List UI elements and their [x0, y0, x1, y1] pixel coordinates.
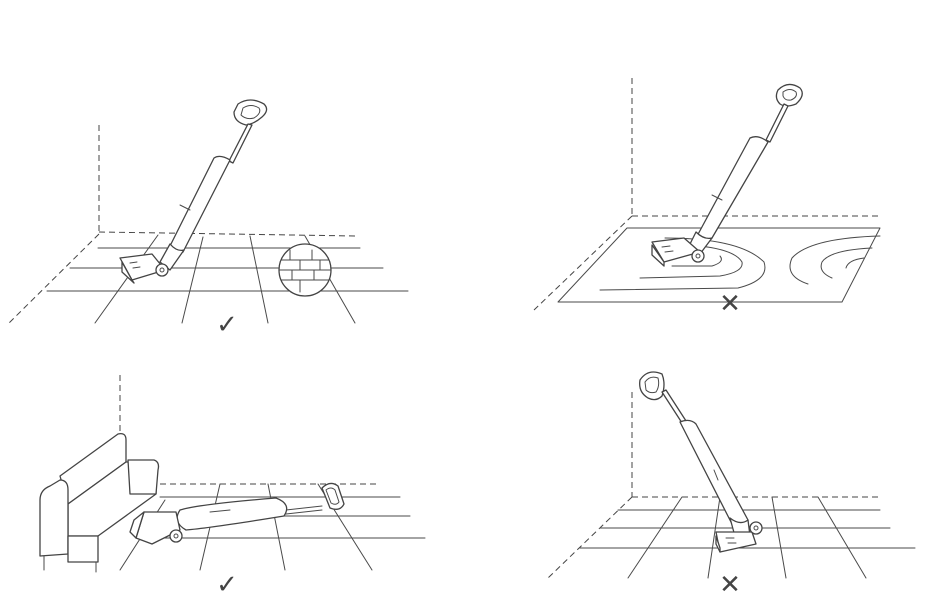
panel-upright-incorrect-mark: ✕ — [715, 570, 745, 600]
floor-washer-device — [640, 372, 762, 552]
panel-rug-incorrect-mark: ✕ — [715, 289, 745, 319]
wall-left-dashed — [548, 497, 632, 578]
panel-under-sofa-correct-mark: ✓ — [212, 570, 242, 600]
wall-base-dashed — [99, 232, 355, 236]
panel-hard-floor-correct-mark: ✓ — [212, 310, 242, 340]
floor-washer-device — [120, 100, 267, 283]
sofa — [40, 434, 159, 572]
wall-left-dashed — [8, 234, 99, 324]
panel-rug — [534, 78, 880, 310]
floor-washer-device — [130, 483, 344, 544]
panel-under-sofa — [40, 375, 425, 572]
panel-hard-floor — [8, 100, 408, 324]
floor-washer-device — [652, 84, 802, 266]
panel-upright — [548, 372, 915, 578]
floor-texture-magnifier — [279, 244, 331, 296]
wall-left-dashed — [534, 216, 632, 310]
